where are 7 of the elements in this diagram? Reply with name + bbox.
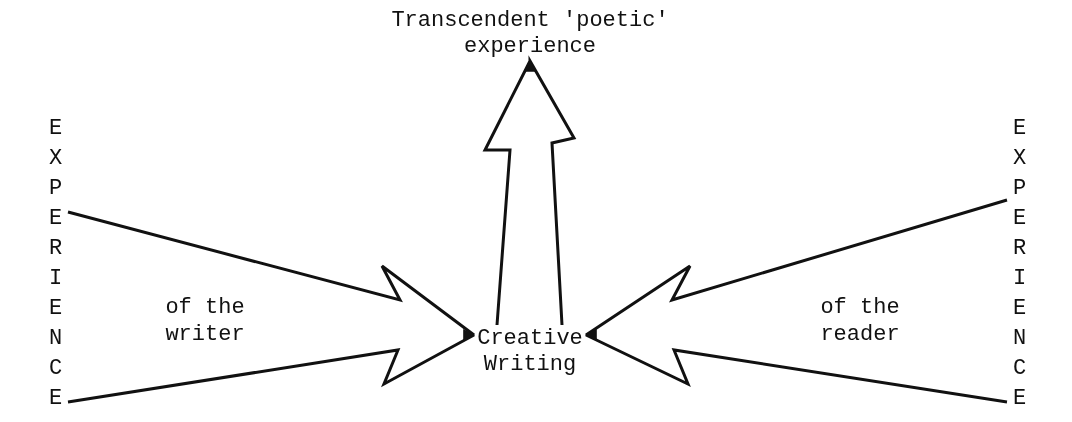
vertical-text: EXPERIENCE (1008, 116, 1030, 416)
block-arrow (482, 55, 577, 327)
outcome-text: Transcendent 'poetic' experience (380, 8, 680, 60)
block-arrow (584, 198, 1009, 404)
vertical-text: EXPERIENCE (44, 116, 66, 416)
block-arrow (66, 210, 476, 404)
center-text: Creative Writing (475, 326, 585, 378)
